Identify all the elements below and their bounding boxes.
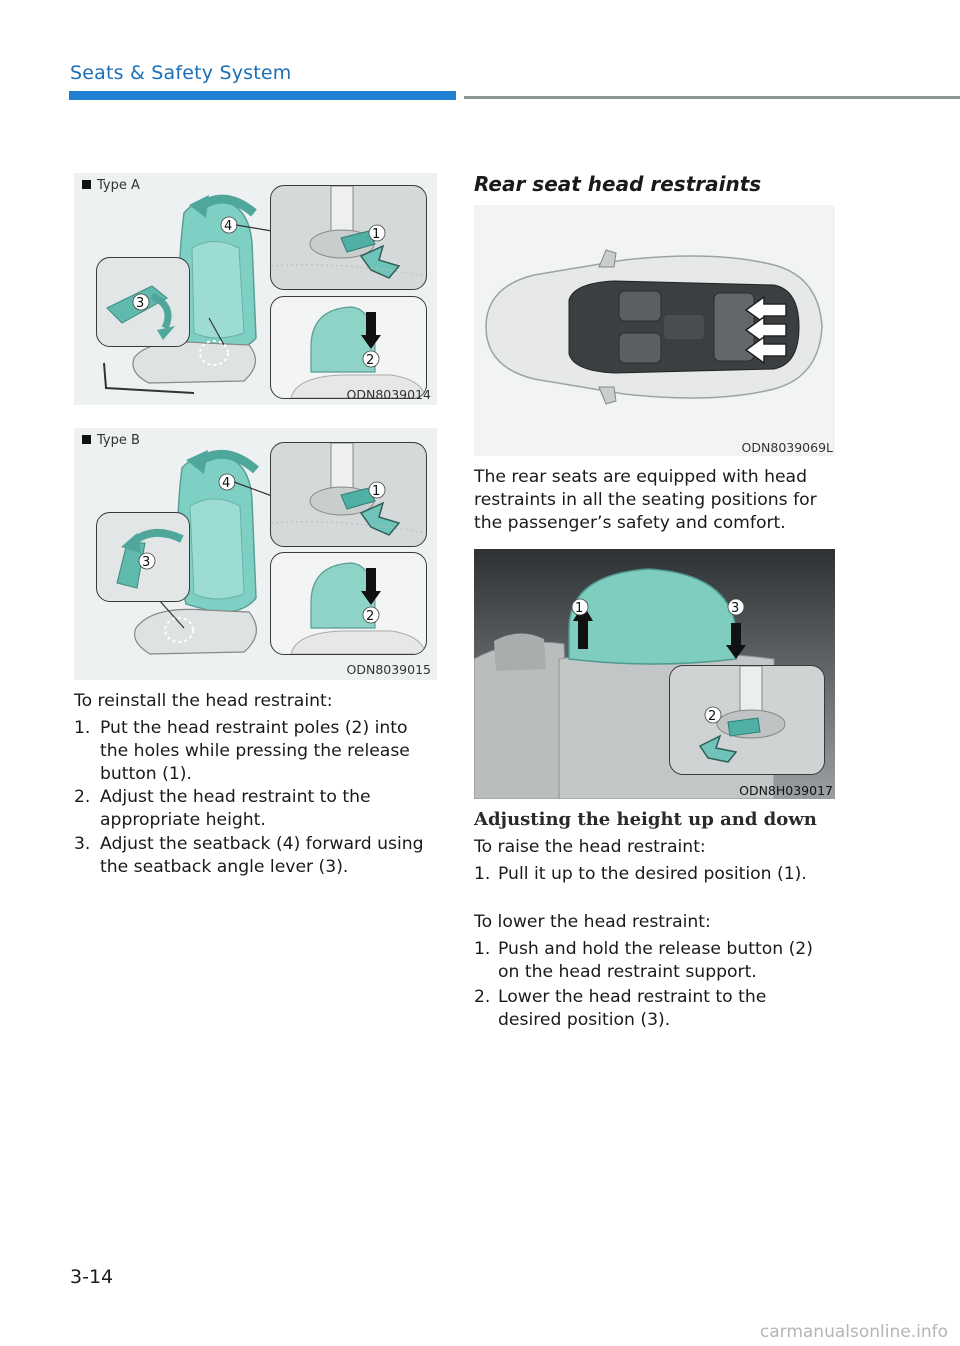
text-line: button (1). <box>100 764 192 784</box>
reinstall-step-1-text: Put the head restraint poles (2) into th… <box>100 717 410 786</box>
inset-release-button-a: 1 <box>270 185 427 290</box>
text-line: desired position (3). <box>498 1010 671 1030</box>
reinstall-step-2-text: Adjust the head restraint to the appropr… <box>100 786 371 832</box>
lower-intro: To lower the head restraint: <box>474 912 711 932</box>
callout-4: 4 <box>224 219 232 234</box>
header-title: Seats & Safety System <box>70 62 292 84</box>
figure-type-b: Type B 4 3 1 <box>74 428 437 680</box>
text-line: the seatback angle lever (3). <box>100 857 349 877</box>
callout-1: 1 <box>372 484 380 499</box>
lower-step-1-text: Push and hold the release button (2) on … <box>498 938 813 984</box>
car-top-illustration <box>485 249 823 405</box>
subsection-title: Adjusting the height up and down <box>474 809 817 830</box>
reinstall-step-3-text: Adjust the seatback (4) forward using th… <box>100 833 424 879</box>
release-button-illustration: 1 <box>271 443 426 536</box>
raise-step-1-text: Pull it up to the desired position (1). <box>498 863 807 886</box>
headrest-illustration: 2 <box>290 562 426 654</box>
page-number: 3-14 <box>70 1266 114 1288</box>
callout-2: 2 <box>366 609 374 624</box>
callout-3: 3 <box>731 601 739 616</box>
lever-illustration: 3 <box>106 285 175 340</box>
text-line: Pull it up to the desired position (1). <box>498 864 807 884</box>
text-line: The rear seats are equipped with head <box>474 467 807 487</box>
raise-step-1-num: 1. <box>474 864 491 884</box>
figure-rear-head-code: ODN8H039017 <box>739 783 833 798</box>
inset-release-button-rear: 2 <box>669 665 825 775</box>
callout-3: 3 <box>142 555 150 570</box>
reinstall-step-3-num: 3. <box>74 834 91 854</box>
lower-step-2-text: Lower the head restraint to the desired … <box>498 986 766 1032</box>
reinstall-step-1-num: 1. <box>74 718 91 738</box>
callout-2: 2 <box>708 709 716 724</box>
reinstall-step-2-num: 2. <box>74 787 91 807</box>
raise-intro: To raise the head restraint: <box>474 837 706 857</box>
section-title: Rear seat head restraints <box>474 172 762 196</box>
release-button-illustration: 1 <box>271 186 426 279</box>
figure-car-top: ODN8039069L <box>474 205 835 456</box>
seat-illustration-b: 4 <box>134 449 273 655</box>
text-line: Adjust the seatback (4) forward using <box>100 834 424 854</box>
text-line: Adjust the head restraint to the <box>100 787 371 807</box>
figure-type-a-code: ODN8039014 <box>346 387 432 402</box>
inset-headrest-a: 2 <box>270 296 427 399</box>
rear-release-button-illustration: 2 <box>698 666 786 763</box>
figure-car-top-code: ODN8039069L <box>741 440 833 455</box>
inset-lever-b: 3 <box>96 512 190 602</box>
figure-type-b-label: Type B <box>97 433 140 448</box>
header-rule-blue <box>69 91 456 100</box>
callout-4: 4 <box>222 476 230 491</box>
reinstall-intro: To reinstall the head restraint: <box>74 691 333 711</box>
figure-type-a-label-wrap: Type A <box>82 178 140 193</box>
text-line: restraints in all the seating positions … <box>474 490 817 510</box>
figure-type-b-code: ODN8039015 <box>346 662 432 677</box>
square-bullet-icon <box>82 180 91 189</box>
lower-step-1-num: 1. <box>474 939 491 959</box>
inset-lever-a: 3 <box>96 257 190 347</box>
text-line: the passenger’s safety and comfort. <box>474 513 786 533</box>
header-rule-gray <box>464 96 960 99</box>
inset-headrest-b: 2 <box>270 552 427 655</box>
text-line: Put the head restraint poles (2) into <box>100 718 408 738</box>
text-line: on the head restraint support. <box>498 962 757 982</box>
callout-1: 1 <box>575 601 583 616</box>
figure-rear-head: 1 3 2 ODN8H039017 <box>474 549 835 799</box>
square-bullet-icon <box>82 435 91 444</box>
headrest-illustration: 2 <box>290 306 426 398</box>
lower-step-2-num: 2. <box>474 987 491 1007</box>
lever-illustration: 3 <box>116 529 184 589</box>
callout-1: 1 <box>372 227 380 242</box>
callout-3: 3 <box>136 296 144 311</box>
seat-illustration-a: 4 <box>103 194 273 394</box>
figure-type-a: Type A 4 3 1 <box>74 173 437 405</box>
text-line: appropriate height. <box>100 810 266 830</box>
rear-paragraph: The rear seats are equipped with head re… <box>474 466 817 535</box>
figure-type-a-label: Type A <box>97 178 140 193</box>
watermark: carmanualsonline.info <box>759 1322 948 1342</box>
text-line: Push and hold the release button (2) <box>498 939 813 959</box>
figure-type-b-label-wrap: Type B <box>82 433 140 448</box>
inset-release-button-b: 1 <box>270 442 427 547</box>
text-line: the holes while pressing the release <box>100 741 410 761</box>
text-line: Lower the head restraint to the <box>498 987 767 1007</box>
callout-2: 2 <box>366 353 374 368</box>
